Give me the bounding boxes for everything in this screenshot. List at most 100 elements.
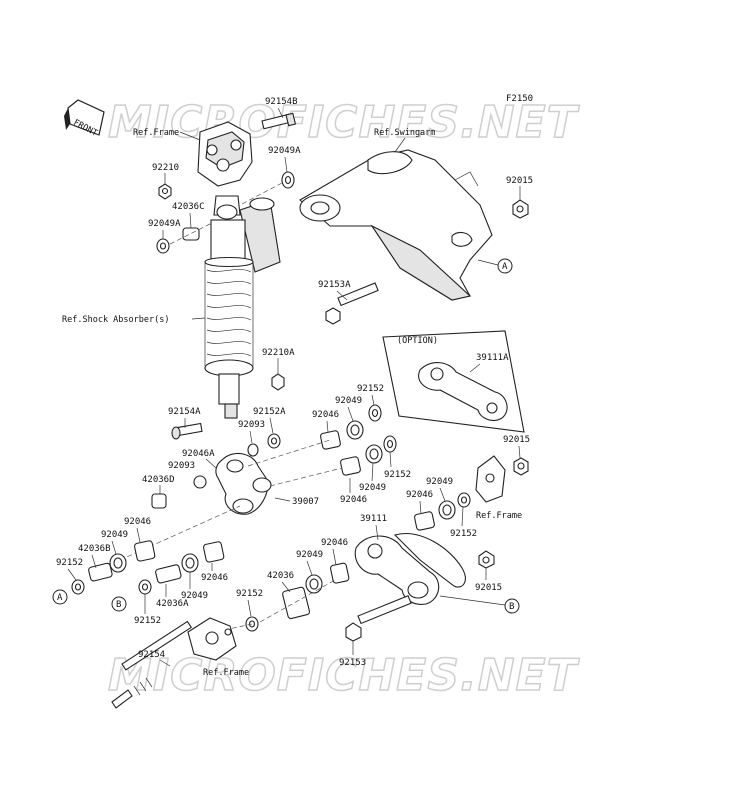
label-92015-right: 92015 [503,435,530,445]
label-42036A: 42036A [156,599,189,609]
upper-mount-bracket [197,121,253,187]
ref-frame-right: Ref.Frame [476,511,522,521]
bearing-92046-lr [330,562,350,584]
seal-92049-upper [346,420,364,440]
ref-frame-top: Ref.Frame [133,128,179,138]
bolt-92153 [345,595,412,642]
label-92015-top: 92015 [506,176,533,186]
label-42036D: 42036D [142,475,175,485]
washer-92152A [267,433,281,449]
callout-A-left: A [52,589,68,605]
washer-92152-r [457,492,471,508]
label-92049-lr: 92049 [296,550,323,560]
label-92210: 92210 [152,163,179,173]
front-arrow-icon: FRONT [64,99,105,139]
nut-92015-top [512,199,529,219]
label-92046-left: 92046 [124,517,151,527]
seal-92049-left [109,553,127,573]
seal-92093-b [193,475,207,489]
label-39111A: 39111A [476,353,509,363]
frame-bracket-bottom [187,617,237,661]
label-92046-c: 92046 [201,573,228,583]
callout-B-right: B [504,598,520,614]
label-92152-mid: 92152 [384,470,411,480]
label-92093-b: 92093 [168,461,195,471]
label-92210A: 92210A [262,348,295,358]
option-box: (OPTION) [382,330,525,433]
bolt-92153A [325,282,379,325]
bearing-92046-upper [320,430,341,450]
washer-92152-upper [368,404,382,422]
label-39111: 39111 [360,514,387,524]
washer-92049A-top [281,171,295,189]
label-92152-left: 92152 [56,558,83,568]
label-39007: 39007 [292,497,319,507]
bearing-92046-mid [340,456,361,476]
label-92046-upper: 92046 [312,410,339,420]
seal-92049-r [438,500,456,520]
swingarm [299,149,493,301]
label-92046-r: 92046 [406,490,433,500]
label-92049-mid: 92049 [359,483,386,493]
ref-frame-bottom: Ref.Frame [203,668,249,678]
ref-swingarm: Ref.Swingarm [374,128,435,138]
label-92049A-top: 92049A [268,146,301,156]
label-92153: 92153 [339,658,366,668]
label-42036B: 42036B [78,544,111,554]
label-92154B: 92154B [265,97,298,107]
label-92152-r: 92152 [450,529,477,539]
bearing-92046-c [203,541,225,563]
label-42036: 42036 [267,571,294,581]
nut-92210 [158,183,172,200]
seal-92049-lr [305,574,323,594]
collar-42036 [282,586,311,620]
label-92015-bottom: 92015 [475,583,502,593]
washer-92152-mid [383,435,397,453]
watermark-bottom: MICROFICHES.NET [108,650,580,701]
label-92046A: 92046A [182,449,215,459]
callout-A-top: A [497,258,513,274]
label-92049-r: 92049 [426,477,453,487]
seal-92093-a [247,443,259,457]
label-92154A: 92154A [168,407,201,417]
svg-text:A: A [57,593,63,603]
label-92153A: 92153A [318,280,351,290]
ref-shock-absorber: Ref.Shock Absorber(s) [62,315,169,325]
bolt-92154 [111,620,192,709]
label-92093-a: 92093 [238,420,265,430]
label-92046-mid: 92046 [340,495,367,505]
option-label: (OPTION) [397,336,438,346]
label-42036C: 42036C [172,202,205,212]
frame-bracket-right [475,455,506,503]
figure-code: F2150 [506,94,533,104]
nut-92015-right [513,457,529,476]
collar-42036B [88,562,113,582]
collar-42036D [151,493,167,509]
seal-92049-mid [365,444,383,464]
watermark-top: MICROFICHES.NET [108,97,580,148]
label-92152-upper: 92152 [357,384,384,394]
bearing-92046-r [414,511,435,531]
label-92152-lr: 92152 [236,589,263,599]
link-39111 [354,533,466,605]
label-92154: 92154 [138,650,165,660]
shock-absorber [204,195,281,419]
label-92049-c: 92049 [181,591,208,601]
label-92049-left: 92049 [101,530,128,540]
svg-text:B: B [116,600,121,610]
tie-rod-39007 [215,452,272,515]
nut-92015-bottom [478,550,495,569]
label-92152A: 92152A [253,407,286,417]
seal-92049-c [181,553,199,573]
washer-92152-left [71,579,85,595]
collar-42036A [155,564,182,584]
collar-42036C [182,227,200,241]
nut-92210A [271,373,285,391]
svg-text:B: B [509,602,514,612]
bearing-92046-left [134,540,156,562]
svg-text:A: A [502,262,508,272]
washer-92049A-left [156,238,170,254]
label-92152-c: 92152 [134,616,161,626]
